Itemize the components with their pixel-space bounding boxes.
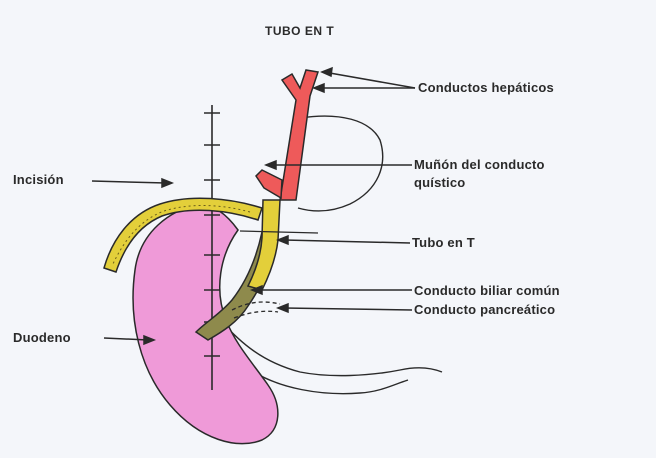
- liver-outline: [298, 116, 383, 211]
- cystic-duct-stump: [256, 170, 282, 198]
- label-cystic-stump-line2: quístico: [414, 175, 465, 191]
- label-pancreatic-duct: Conducto pancreático: [414, 302, 555, 318]
- label-common-bile-duct: Conducto biliar común: [414, 283, 560, 299]
- label-hepatic-ducts: Conductos hepáticos: [418, 80, 554, 96]
- label-cystic-stump-line1: Muñón del conducto: [414, 157, 545, 173]
- hepatic-ducts: [280, 70, 318, 200]
- label-duodenum: Duodeno: [13, 330, 71, 346]
- label-incision: Incisión: [13, 172, 64, 188]
- diagram-title: TUBO EN T: [265, 23, 334, 39]
- label-t-tube: Tubo en T: [412, 235, 475, 251]
